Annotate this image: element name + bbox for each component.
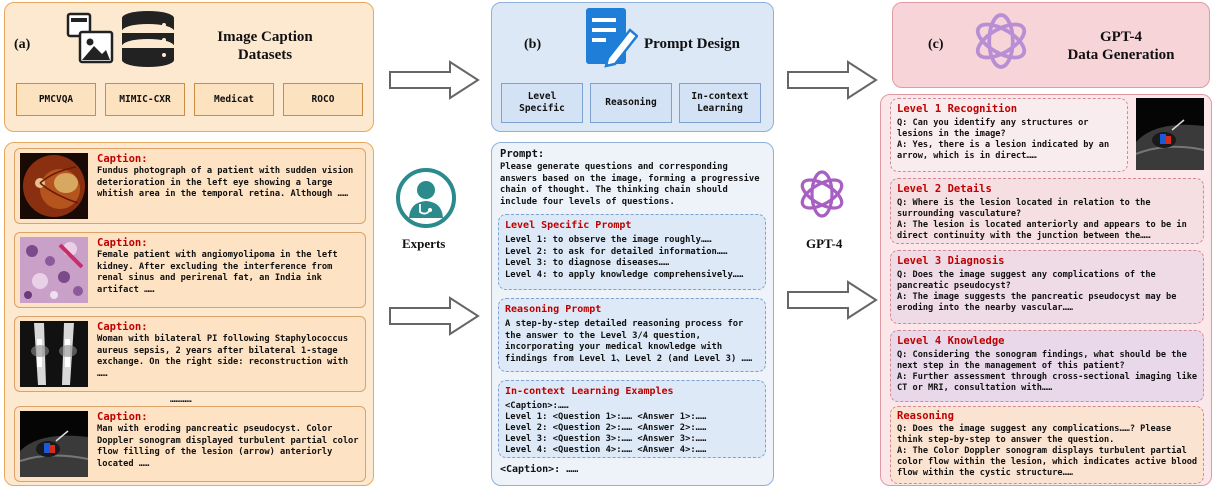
level-3-box: Level 3 Diagnosis Q: Does the image sugg… [890,250,1204,324]
level-specific-title: Level Specific Prompt [505,220,632,231]
caption-text: Fundus photograph of a patient with sudd… [97,166,354,200]
answer-text: A: The lesion is located anteriorly and … [897,220,1187,241]
icl-examples-box: In-context Learning Examples <Caption>:…… [498,380,766,458]
prompt-box-level-specific: Level Specific [501,83,583,123]
caption-card-histology: Caption: Female patient with angiomyolip… [14,232,366,308]
level-title: Level 2 Details [897,183,992,195]
arrow-b-to-c-bottom [787,280,878,320]
sonogram-image [1136,98,1204,170]
caption-ellipsis: ………… [170,395,192,405]
level-title: Level 1 Recognition [897,103,1018,115]
panel-c-title: GPT-4 Data Generation [1046,28,1196,64]
level-specific-prompt-box: Level Specific Prompt Level 1: to observ… [498,214,766,290]
gpt4-logo-icon [800,170,844,218]
icl-title: In-context Learning Examples [505,386,674,397]
level-1-box: Level 1 Recognition Q: Can you identify … [890,98,1128,172]
arrow-a-to-b-top [389,60,480,100]
level-title: Level 3 Diagnosis [897,255,1005,267]
caption-title: Caption: [97,321,148,333]
fundus-image [20,153,88,219]
question-text: Q: Does the image suggest any complicati… [897,270,1156,291]
answer-text: A: The image suggests the pancreatic pse… [897,292,1177,313]
question-text: Q: Where is the lesion located in relati… [897,198,1151,219]
prompt-text: Please generate questions and correspond… [500,162,760,207]
answer-text: A: The Color Doppler sonogram displays t… [897,446,1198,478]
caption-card-xray: Caption: Woman with bilateral PI followi… [14,316,366,392]
gpt4-middle-label: GPT-4 [806,236,843,251]
arrow-b-to-c-top [787,60,878,100]
reasoning-prompt-text: A step-by-step detailed reasoning proces… [505,319,753,364]
prompt-title: Prompt: [500,148,545,160]
level-line: Level 4: to apply knowledge comprehensiv… [505,269,744,280]
panel-c-title-line2: Data Generation [1067,47,1175,63]
database-icon [66,8,176,74]
histology-image [20,237,88,303]
caption-title: Caption: [97,411,148,423]
panel-a-title-line2: Datasets [237,47,293,63]
level-line: Level 1: to observe the image roughly…… [505,235,712,245]
icl-line: Level 1: <Question 1>:…… <Answer 1>:…… [505,412,707,422]
panel-a-label: (a) [14,37,31,52]
caption-text: Woman with bilateral PI following Staphy… [97,334,349,379]
arrow-a-to-b-bottom [389,296,480,336]
prompt-box-in-context-learning: In-context Learning [679,83,761,123]
level-2-box: Level 2 Details Q: Where is the lesion l… [890,178,1204,244]
panel-b-label: (b) [524,37,542,52]
dataset-pmcvqa: PMCVQA [16,83,96,116]
caption-card-sonogram: Caption: Man with eroding pancreatic pse… [14,406,366,482]
dataset-medicat: Medicat [194,83,274,116]
caption-title: Caption: [97,237,148,249]
level-line: Level 2: to ask for detailed information… [505,246,728,257]
prompt-box-reasoning: Reasoning [590,83,672,123]
dataset-roco: ROCO [283,83,363,116]
level-title: Level 4 Knowledge [897,335,1005,347]
level-title: Reasoning [897,410,954,422]
doctor-icon [396,168,456,228]
reasoning-prompt-title: Reasoning Prompt [505,304,602,315]
gpt4-logo-icon [975,13,1027,69]
question-text: Q: Does the image suggest any complicati… [897,424,1172,445]
sonogram-image [20,411,88,477]
panel-b-title: Prompt Design [644,36,740,52]
reasoning-prompt-box: Reasoning Prompt A step-by-step detailed… [498,298,766,372]
caption-text: Female patient with angiomyolipoma in th… [97,250,338,295]
document-pen-icon [586,8,638,68]
icl-line: Level 3: <Question 3>:…… <Answer 3>:…… [505,434,707,444]
icl-line: <Caption>:…… [505,401,569,411]
level-4-box: Level 4 Knowledge Q: Considering the son… [890,330,1204,402]
panel-c-label: (c) [928,37,944,52]
caption-text: Man with eroding pancreatic pseudocyst. … [97,424,359,469]
panel-c-title-line1: GPT-4 [1100,29,1142,45]
answer-text: A: Further assessment through cross-sect… [897,372,1198,393]
answer-text: A: Yes, there is a lesion indicated by a… [897,140,1110,161]
caption-title: Caption: [97,153,148,165]
level-line: Level 3: to diagnose diseases…… [505,258,670,268]
icl-line: Level 2: <Question 2>:…… <Answer 2>:…… [505,423,707,433]
xray-image [20,321,88,387]
question-text: Q: Can you identify any structures or le… [897,118,1089,139]
caption-card-fundus: Caption: Fundus photograph of a patient … [14,148,366,224]
caption-footer: <Caption>: …… [500,464,579,475]
gpt4-data-generation-panel [892,2,1210,88]
question-text: Q: Considering the sonogram findings, wh… [897,350,1187,371]
dataset-mimic-cxr: MIMIC-CXR [105,83,185,116]
icl-line: Level 4: <Question 4>:…… <Answer 4>:…… [505,445,707,455]
panel-a-title-line1: Image Caption [217,29,313,45]
panel-a-title: Image Caption Datasets [190,28,340,64]
experts-label: Experts [402,236,446,251]
reasoning-box: Reasoning Q: Does the image suggest any … [890,406,1204,484]
